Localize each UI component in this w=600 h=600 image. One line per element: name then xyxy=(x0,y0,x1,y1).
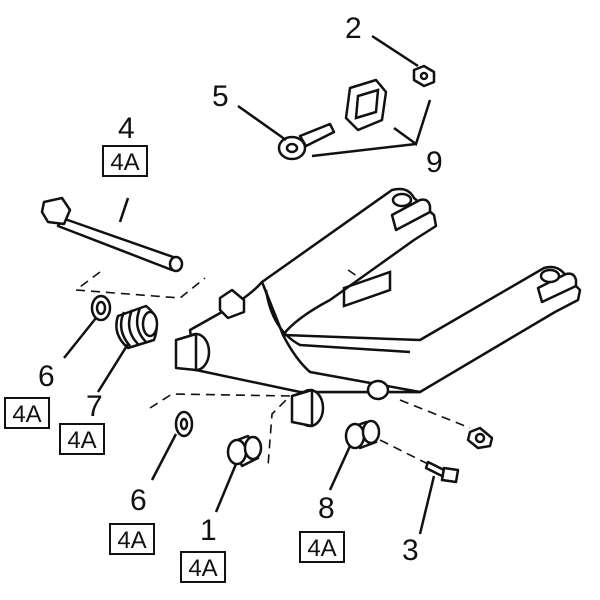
svg-text:4A: 4A xyxy=(110,149,139,176)
grease-fitting xyxy=(466,426,494,450)
leader-lines xyxy=(63,34,436,535)
callout-9: 9 xyxy=(426,146,443,179)
shaft-guide xyxy=(73,271,206,299)
svg-text:4A: 4A xyxy=(188,555,217,582)
washer-lower xyxy=(174,410,194,438)
bolt-5 xyxy=(277,122,336,161)
callout-6-upper: 6 xyxy=(38,360,55,393)
callout-3: 3 xyxy=(402,534,419,567)
bushing xyxy=(115,304,159,350)
swingarm xyxy=(174,187,582,428)
callout-2: 2 xyxy=(345,12,362,45)
callout-1: 1 xyxy=(200,514,217,547)
ref-box-4: 4A xyxy=(102,145,148,177)
callout-5: 5 xyxy=(212,80,229,113)
svg-text:4A: 4A xyxy=(12,401,41,428)
bolt-3 xyxy=(424,460,460,484)
right-guide xyxy=(399,399,471,429)
callout-4: 4 xyxy=(118,112,135,145)
callout-6-lower: 6 xyxy=(130,484,147,517)
callout-8: 8 xyxy=(318,492,335,525)
svg-text:4A: 4A xyxy=(307,535,336,562)
spacer-8 xyxy=(344,419,381,450)
callout-7: 7 xyxy=(86,390,103,423)
ref-box-7: 4A xyxy=(59,423,105,455)
washer-upper xyxy=(90,294,112,322)
svg-text:4A: 4A xyxy=(117,527,146,554)
ref-box-1: 4A xyxy=(180,551,226,583)
nut-2 xyxy=(412,64,436,88)
bolt-guide xyxy=(379,439,441,471)
svg-text:4A: 4A xyxy=(67,427,96,454)
spacer-1 xyxy=(226,434,263,468)
ref-box-6-lower: 4A xyxy=(109,523,155,555)
ref-box-6-upper: 4A xyxy=(4,397,50,429)
ref-box-8: 4A xyxy=(299,531,345,563)
plate-9 xyxy=(344,78,388,132)
lower-guide xyxy=(149,393,292,467)
pivot-shaft xyxy=(40,196,184,273)
